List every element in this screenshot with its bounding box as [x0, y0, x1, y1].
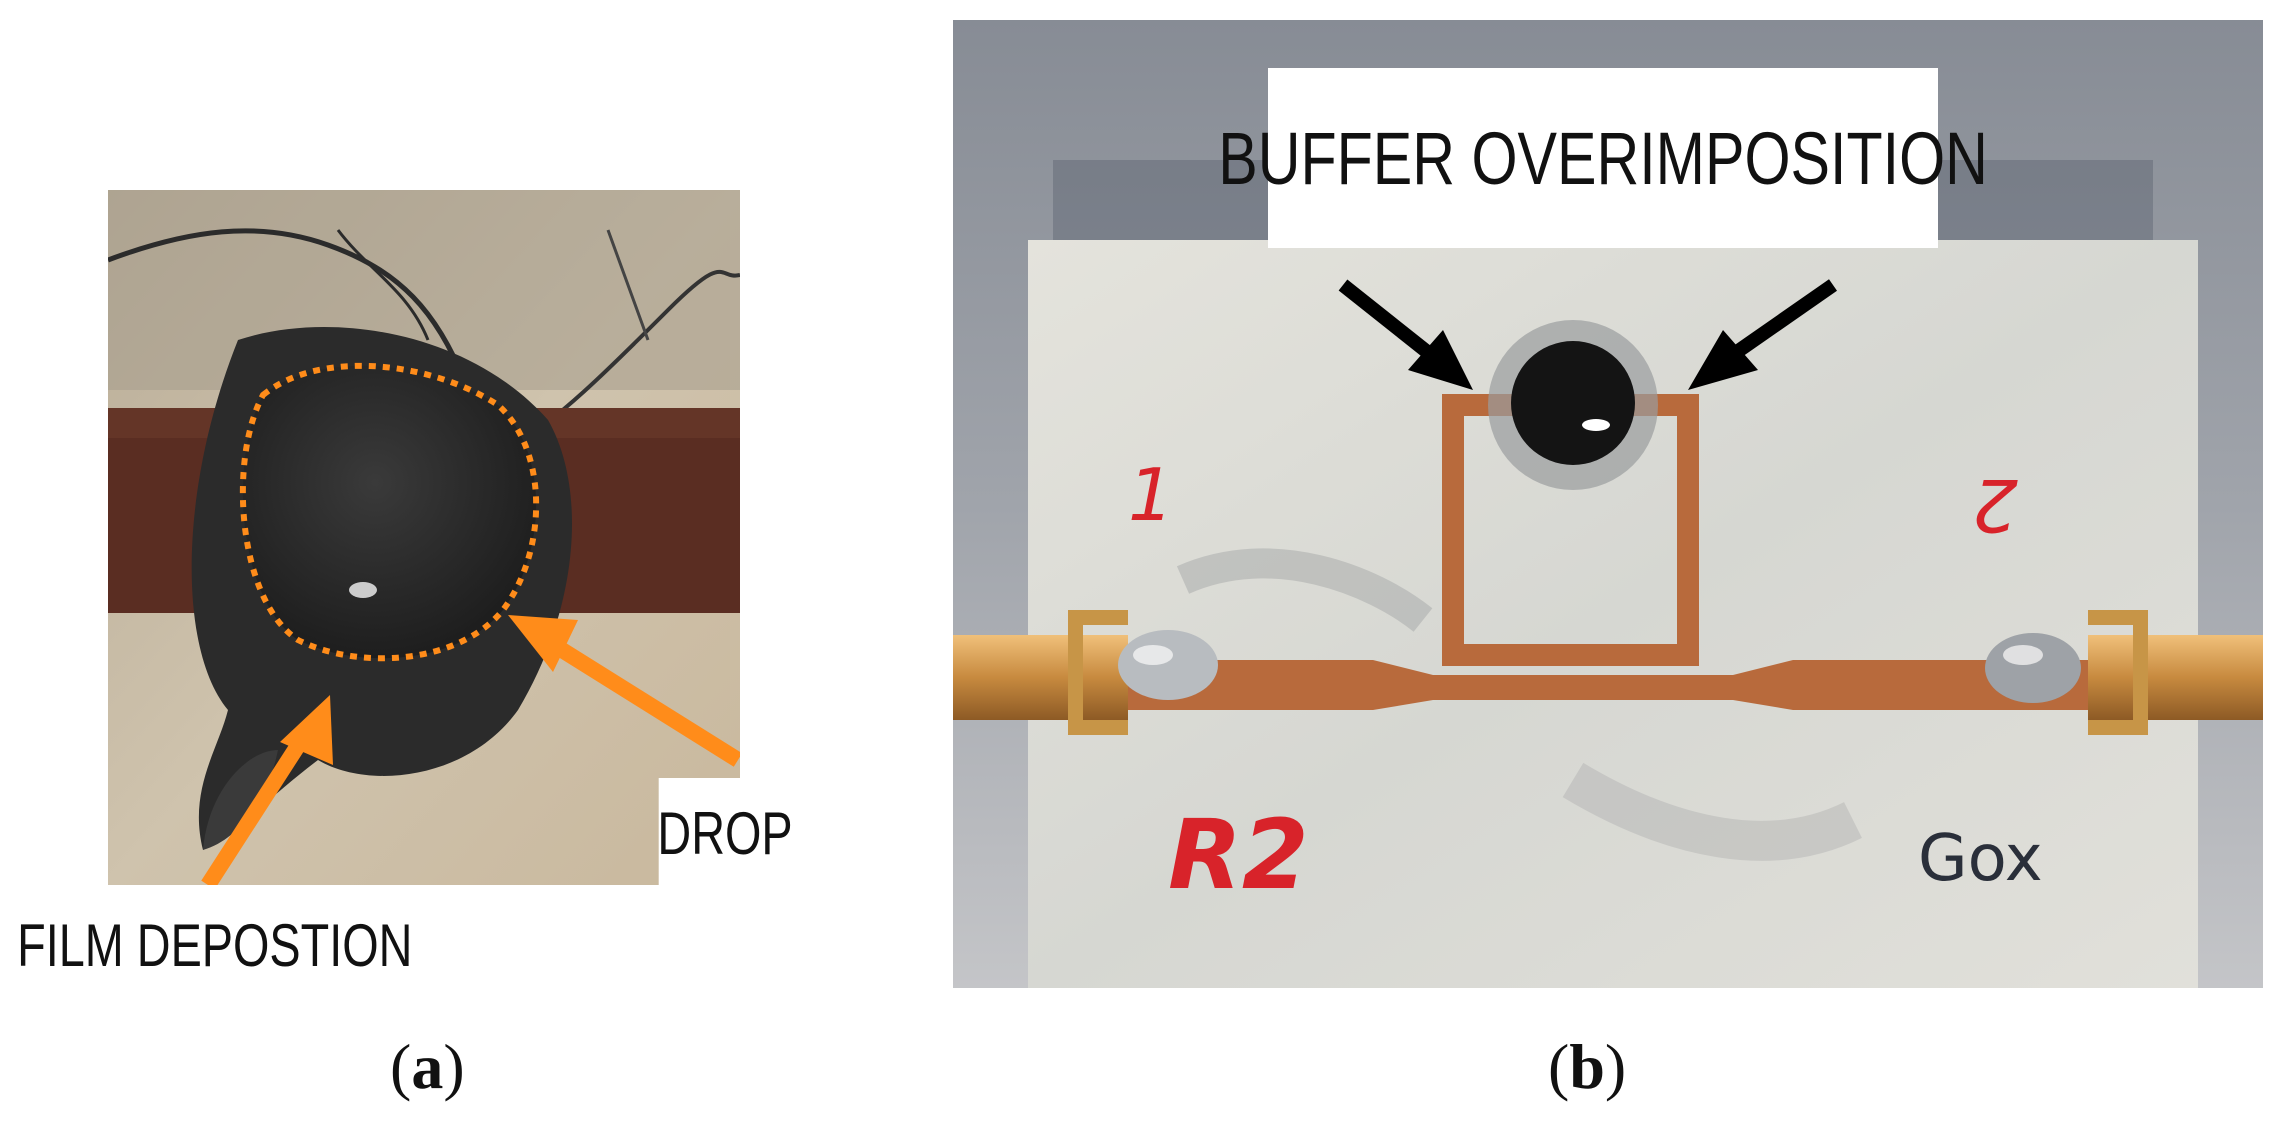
drop-arrow	[508, 615, 740, 767]
film-arrow	[201, 695, 333, 885]
buffer-arrow-left	[1338, 279, 1473, 390]
buffer-arrow-right	[1688, 279, 1838, 390]
panel-a-photo	[108, 190, 740, 885]
port-1-mark: 1	[1128, 453, 1174, 537]
port-2-mark: 2	[1972, 463, 2018, 547]
panel-a-caption: (a)	[390, 1031, 465, 1102]
buffer-overimposition-label: BUFFER OVERIMPOSITION	[1218, 68, 1988, 248]
sample-tag-mark: Gox	[1918, 822, 2043, 896]
sample-id-mark: R2	[1168, 799, 1309, 911]
film-deposition-label: FILM DEPOSTION	[17, 911, 413, 979]
panel-b-caption: (b)	[1548, 1031, 1627, 1102]
drop-label: DROP	[657, 778, 793, 888]
